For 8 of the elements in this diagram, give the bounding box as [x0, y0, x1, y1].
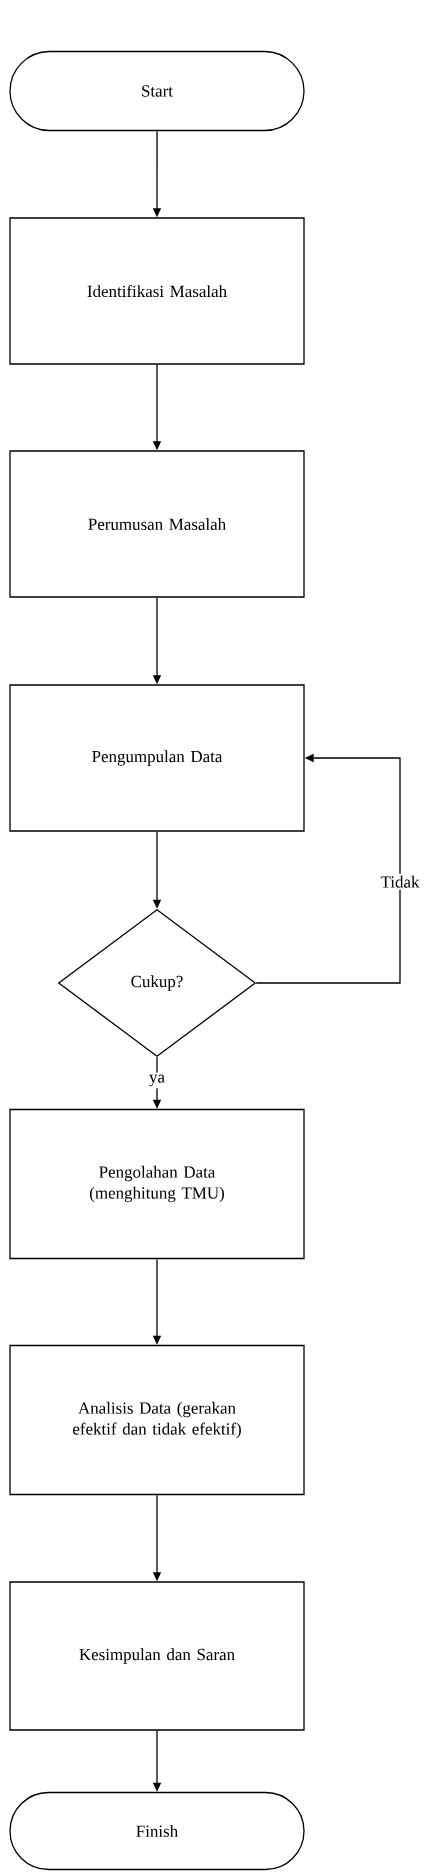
process-box: Pengolahan Data (menghitung TMU): [9, 1108, 305, 1260]
process-box: Identifikasi Masalah: [9, 217, 305, 365]
process-box: Kesimpulan dan Saran: [9, 1581, 305, 1731]
edge-label: ya: [147, 1072, 167, 1089]
edge-label: Tidak: [378, 873, 422, 890]
process-box: Pengumpulan Data: [9, 684, 305, 832]
process-box: Perumusan Masalah: [9, 450, 305, 598]
process-box: Analisis Data (gerakan efektif dan tidak efektif): [9, 1344, 305, 1496]
